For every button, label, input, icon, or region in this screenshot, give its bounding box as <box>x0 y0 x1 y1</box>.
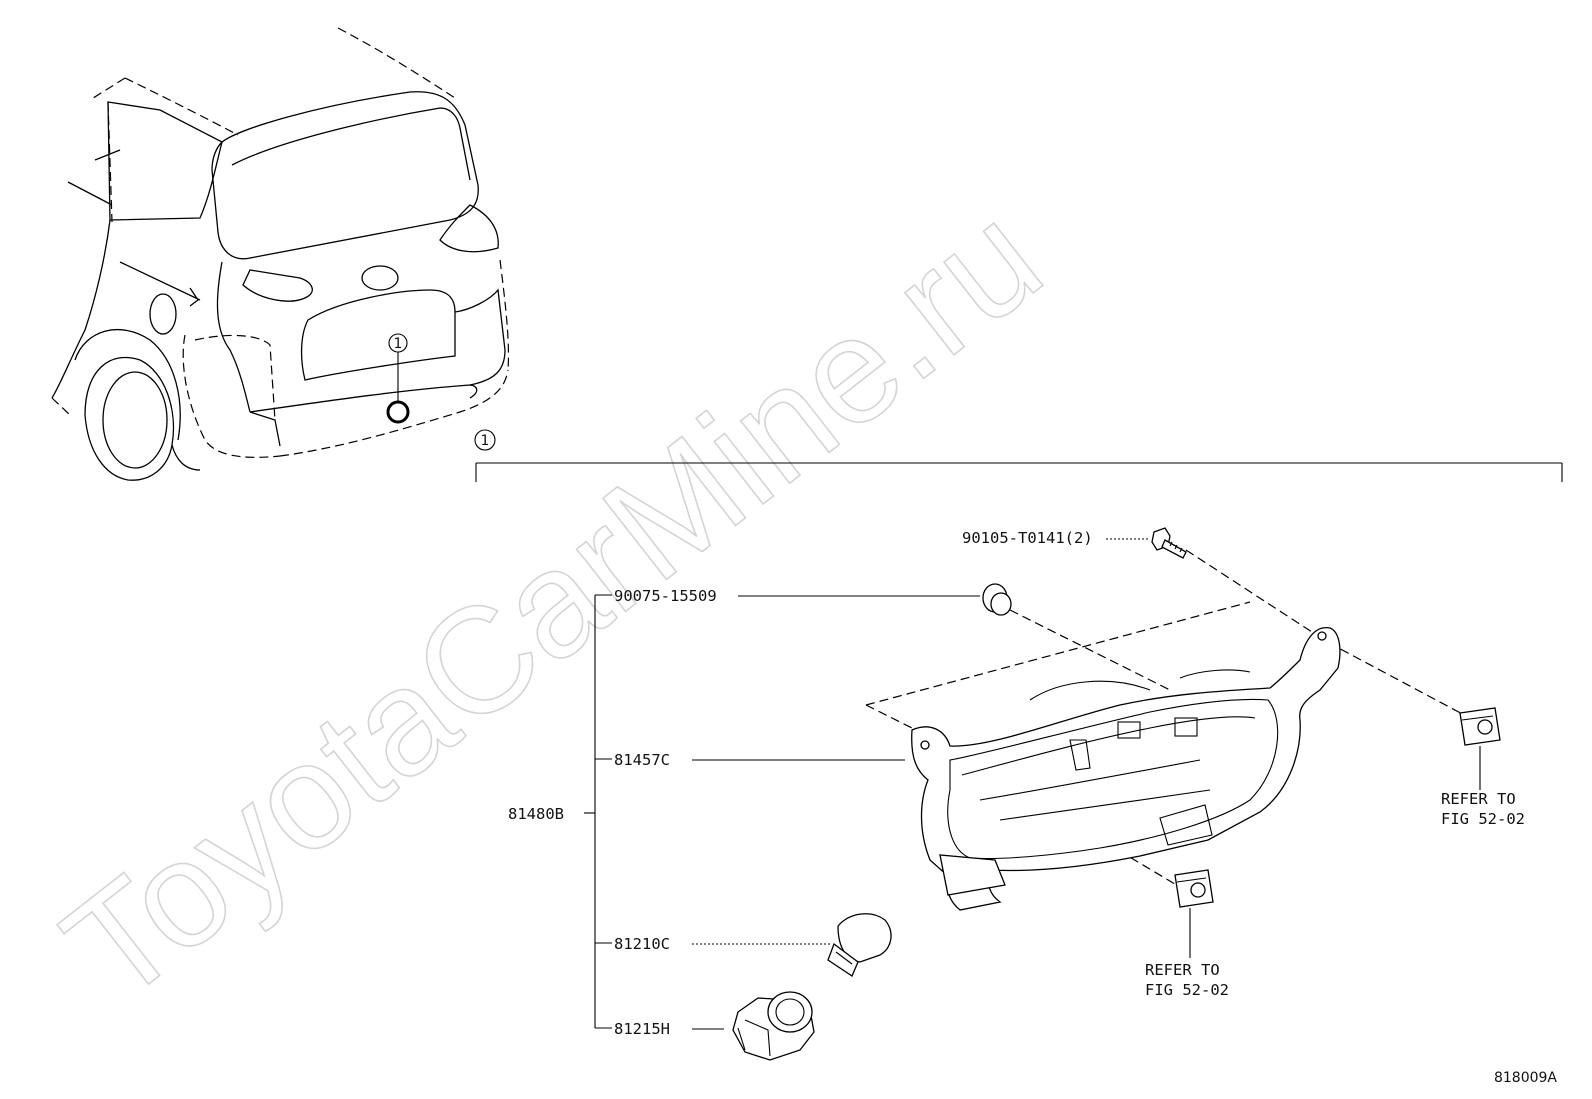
refer-bottom-line1: REFER TO <box>1145 961 1220 979</box>
refer-bottom-line2: FIG 52-02 <box>1145 981 1229 999</box>
callout-number-car: 1 <box>394 336 403 352</box>
callout-number-section: 1 <box>481 433 490 449</box>
label-grommet: 90075-15509 <box>614 587 717 605</box>
grommet-part <box>982 583 1012 616</box>
section-bracket: 1 <box>474 429 1563 482</box>
fog-lamp-location-marker <box>386 400 410 424</box>
label-socket: 81215H <box>614 1020 670 1038</box>
label-lens: 81457C <box>614 751 670 769</box>
figure-code: 818009A <box>1494 1070 1557 1086</box>
label-assembly: 81480B <box>508 805 564 823</box>
bulb-part <box>827 913 892 977</box>
refer-right-line1: REFER TO <box>1441 790 1516 808</box>
label-bulb: 81210C <box>614 935 670 953</box>
refer-note-right: REFER TO FIG 52-02 <box>1441 790 1525 828</box>
refer-note-bottom: REFER TO FIG 52-02 <box>1145 961 1229 999</box>
refer-right-line2: FIG 52-02 <box>1441 810 1525 828</box>
socket-part <box>732 991 815 1061</box>
part-labels: 90105-T0141(2) 90075-15509 81457C 81480B… <box>508 529 1148 1038</box>
label-screw: 90105-T0141(2) <box>962 529 1093 547</box>
watermark-text: ToyotaCarMine.ru <box>34 172 1070 1033</box>
fog-lamp-housing <box>911 627 1341 911</box>
bottom-clip-part <box>1174 869 1214 958</box>
screw-part <box>1151 527 1187 559</box>
car-rear-illustration: 1 <box>51 27 510 481</box>
right-clip-part <box>1459 707 1501 790</box>
